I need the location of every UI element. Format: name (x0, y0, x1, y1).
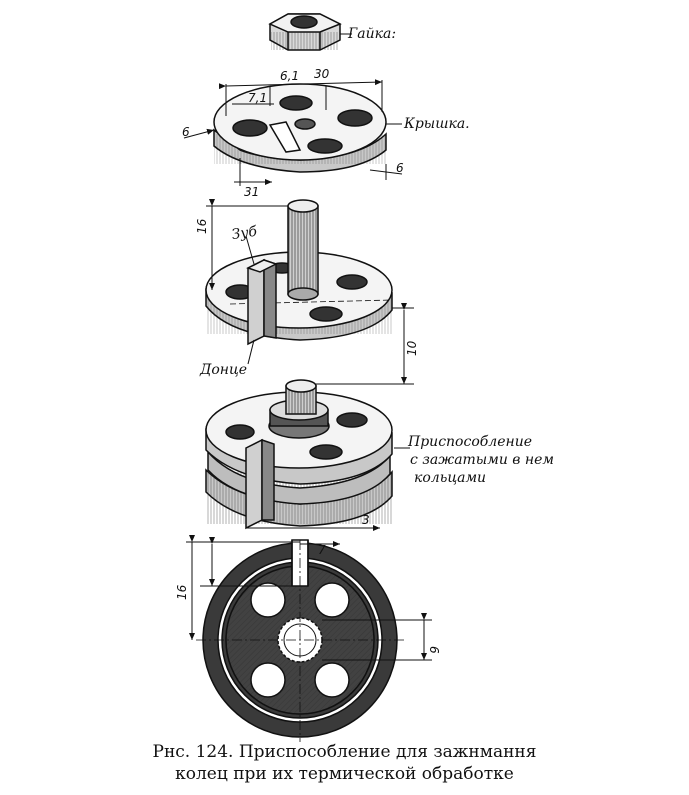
base-label: Донце (199, 362, 247, 378)
fixture-label-line2: с зажатыми в нем (410, 452, 554, 468)
nut-part (268, 13, 342, 51)
base-part (205, 199, 393, 346)
plan-dimension-lines (186, 535, 432, 661)
dim-7: 7 (318, 543, 326, 557)
fixture-dimension-lines (246, 447, 410, 531)
cover-dimension-lines (183, 79, 403, 186)
dim-30: 30 (314, 67, 330, 81)
nut-label: Гайка: (347, 26, 396, 42)
dim-6-left: 6 (182, 125, 190, 139)
dim-10: 10 (405, 340, 419, 356)
caption-line-2: колец при их термической обработке (175, 764, 514, 784)
caption-line-1: Рнс. 124. Приспособление для зажнмання (152, 742, 537, 762)
plan-center-lines (196, 540, 404, 742)
dim-16-bottom: 16 (175, 584, 189, 600)
dim-6-1: 6,1 (280, 69, 299, 83)
tooth-label: Зуб (231, 224, 259, 243)
dim-31: 31 (244, 185, 259, 199)
dim-6-bottom: 6 (427, 646, 441, 654)
dim-6-right: 6 (396, 161, 404, 175)
fixture-label-line1: Приспособление (407, 434, 532, 450)
dim-7-1: 7,1 (248, 91, 267, 105)
dim-3: 3 (362, 513, 370, 527)
cover-part (213, 83, 387, 173)
cover-label: Крышка. (403, 116, 470, 132)
dim-16-post: 16 (195, 218, 209, 234)
fixture-label-line3: кольцами (414, 470, 486, 486)
assembled-fixture (205, 379, 393, 530)
